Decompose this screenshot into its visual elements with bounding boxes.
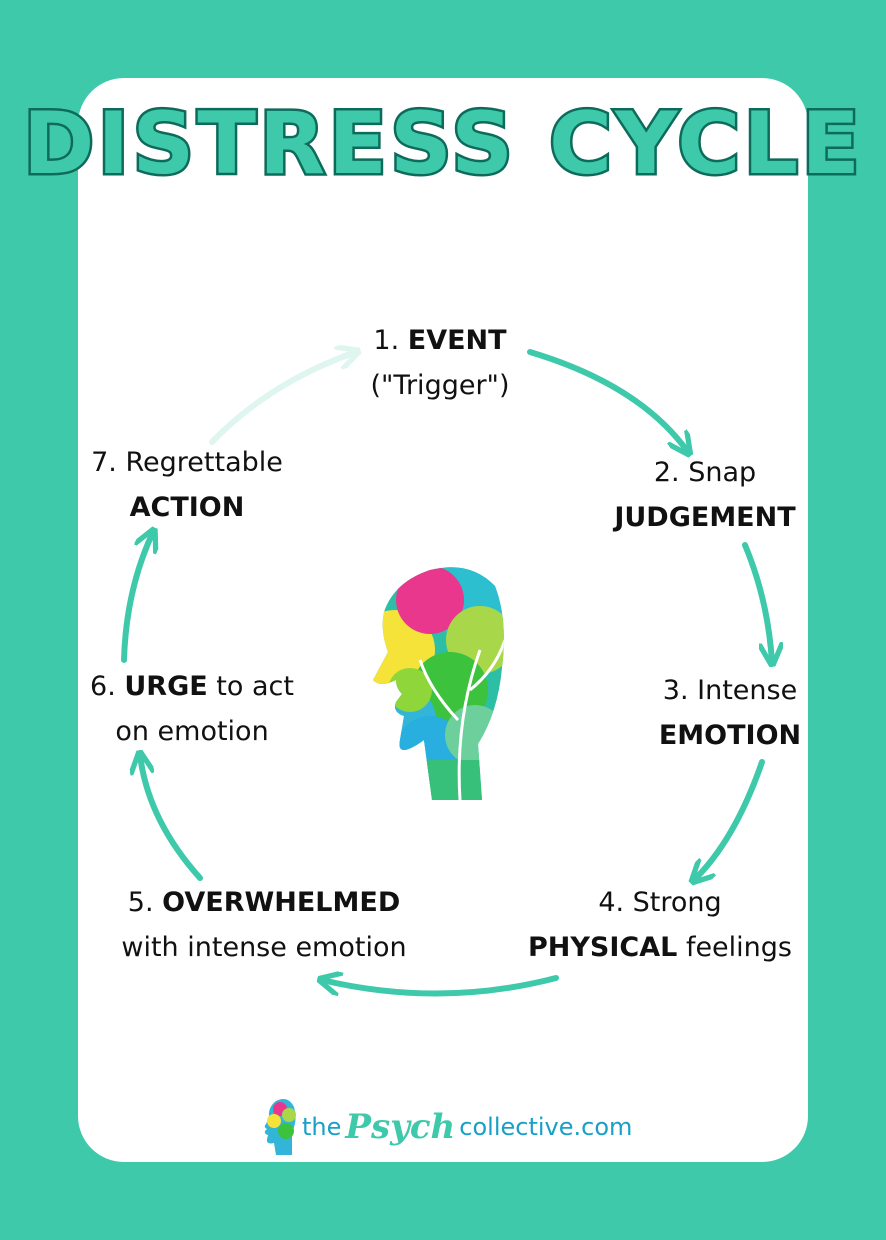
step-1: 1. EVENT ("Trigger") xyxy=(370,325,510,401)
arrow-7-to-1 xyxy=(209,352,356,445)
arrow-2-to-3 xyxy=(742,542,772,662)
logo-head-icon xyxy=(264,1099,296,1155)
logo-text-psych: Psych xyxy=(345,1107,456,1147)
step-5: 5. OVERWHELMED with intense emotion xyxy=(121,887,407,963)
step-7: 7. Regrettable ACTION xyxy=(91,447,283,523)
step-3: 3. Intense EMOTION xyxy=(658,675,802,751)
arrow-5-to-6 xyxy=(140,755,203,881)
logo-text-the: the xyxy=(302,1113,342,1141)
step-4: 4. Strong PHYSICAL feelings xyxy=(528,887,792,963)
head-silhouette-icon xyxy=(373,567,504,800)
page-title: DISTRESS CYCLE xyxy=(21,92,863,197)
arrow-1-to-2 xyxy=(527,349,688,452)
arrow-3-to-4 xyxy=(694,759,765,880)
arrow-4-to-5 xyxy=(322,978,559,997)
brand-logo: the Psych collective.com xyxy=(262,1096,632,1158)
logo-text-collective: collective.com xyxy=(459,1113,633,1141)
arrow-6-to-7 xyxy=(121,532,153,663)
step-6: 6. URGE to act on emotion xyxy=(90,671,294,747)
step-2: 2. Snap JUDGEMENT xyxy=(614,457,796,533)
